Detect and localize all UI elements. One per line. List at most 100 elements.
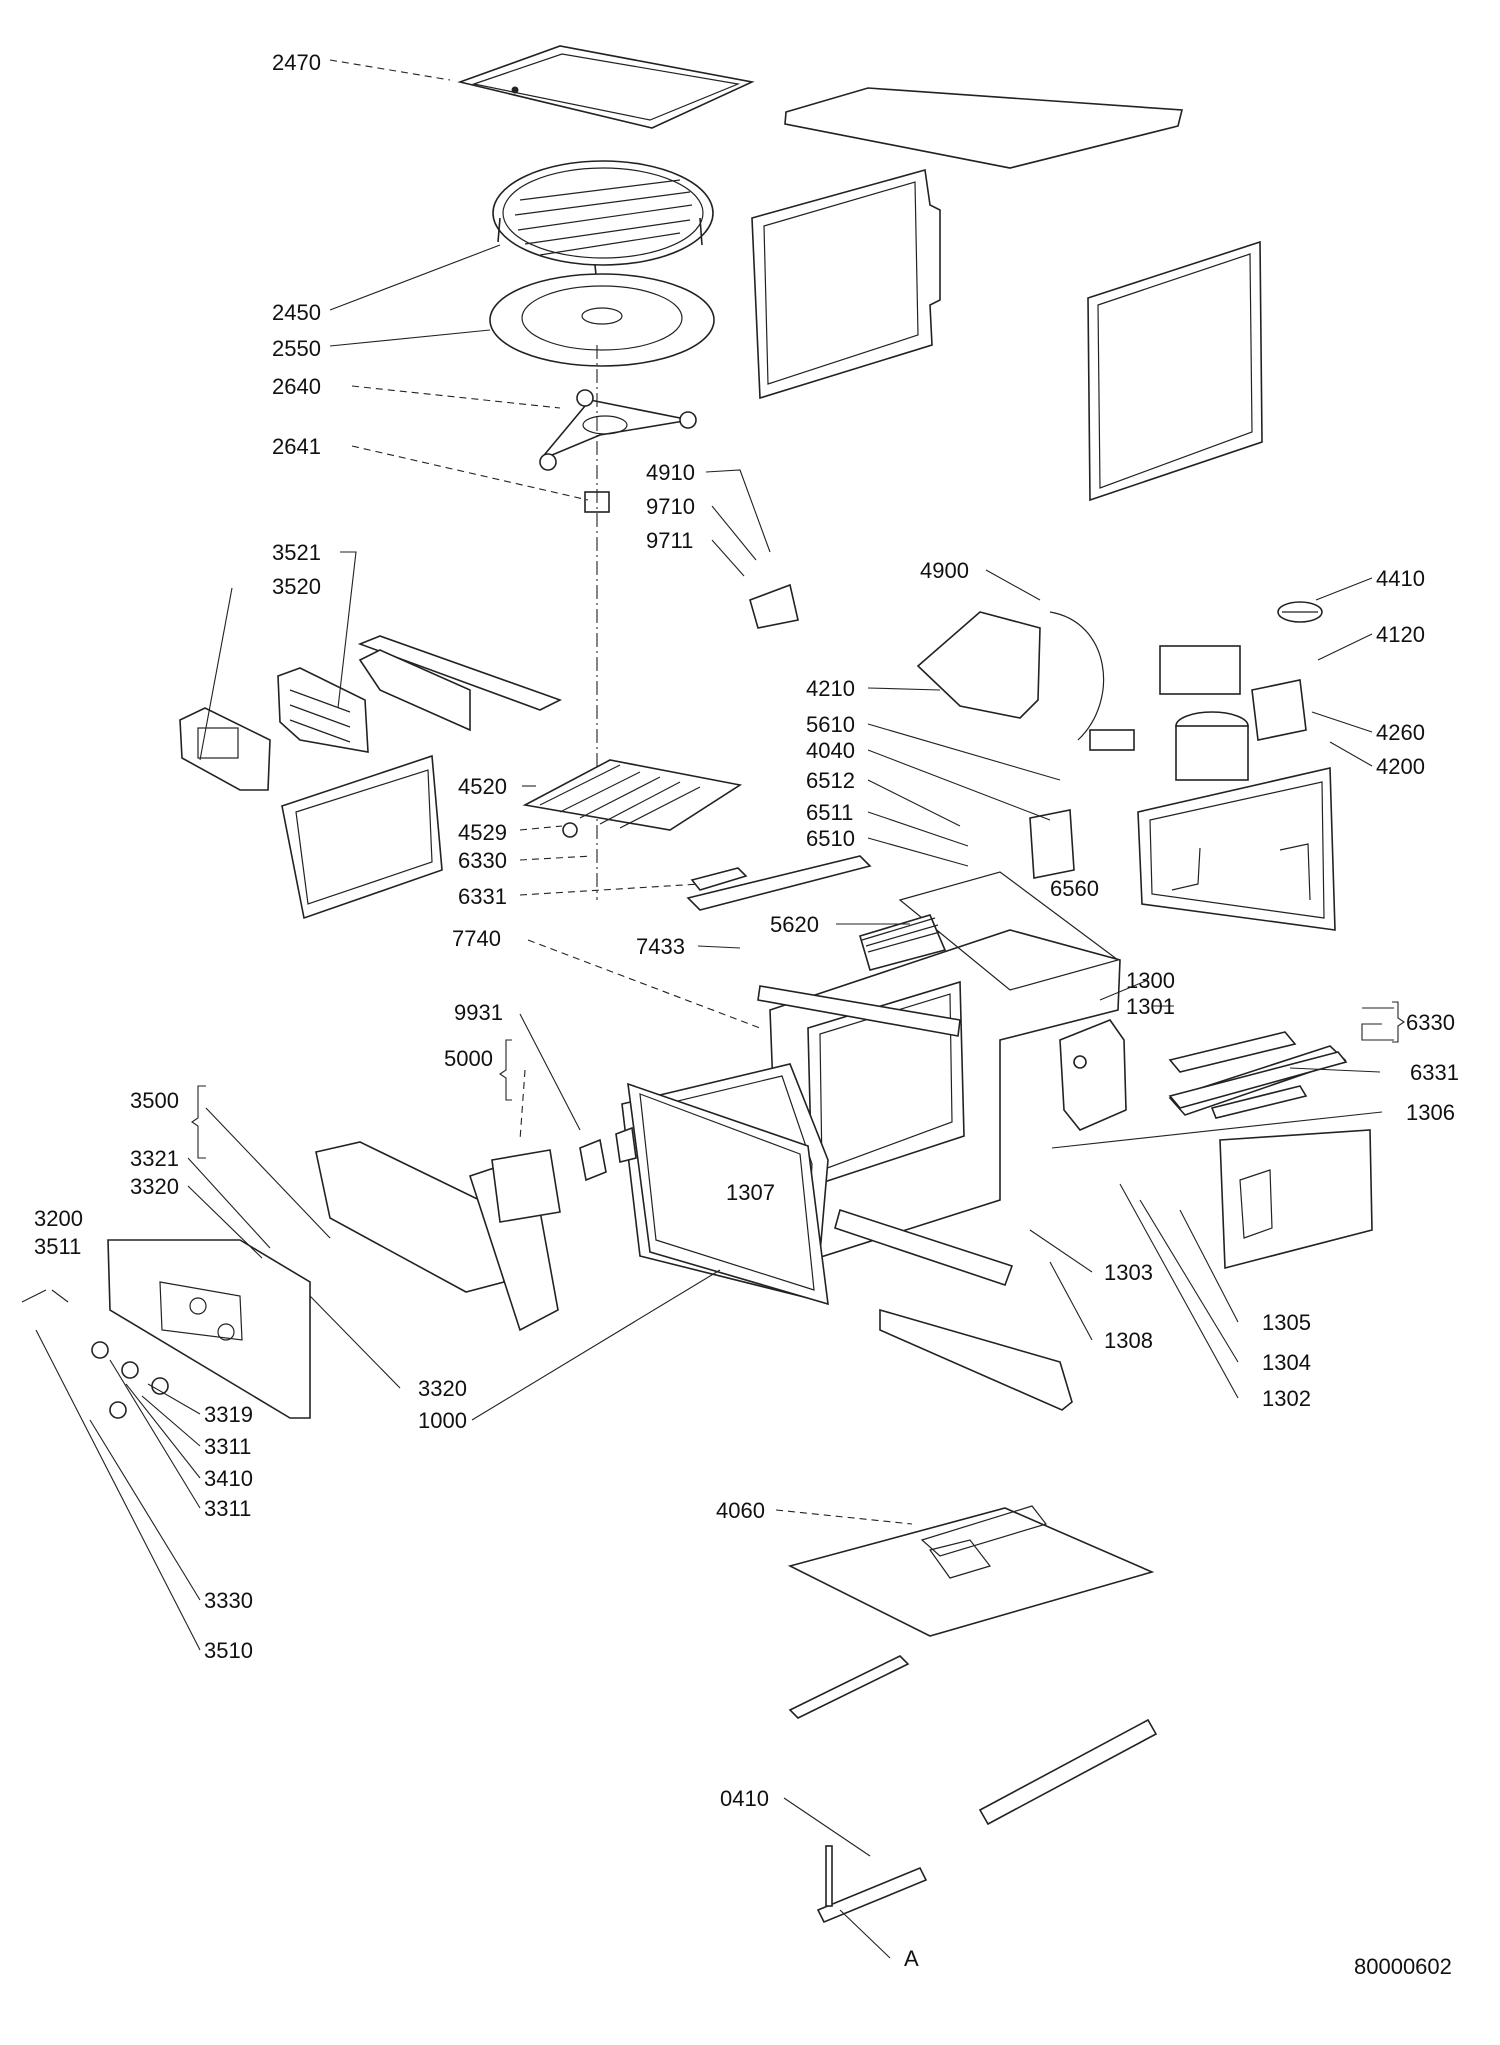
leader-1000 (471, 1269, 721, 1421)
label-3200: 3200 (34, 1206, 83, 1231)
document-number: 80000602 (1354, 1954, 1452, 1979)
leader-0410 (783, 1797, 871, 1857)
leader-3311a (141, 1395, 201, 1447)
leader-3410 (125, 1383, 201, 1479)
label-4520: 4520 (458, 774, 507, 799)
leader-5000 (519, 1069, 526, 1141)
label-9710: 9710 (646, 494, 695, 519)
label-1305: 1305 (1262, 1310, 1311, 1335)
part-left-cover (281, 754, 443, 920)
leader-4410 (1315, 577, 1373, 601)
leader-3521 (337, 551, 357, 709)
leader-3311b (109, 1359, 201, 1509)
label-2470: 2470 (272, 50, 321, 75)
part-heater-shield (686, 855, 872, 911)
part-cavity (757, 871, 1121, 1272)
label-4260: 4260 (1376, 720, 1425, 745)
label-1300: 1300 (1126, 968, 1175, 993)
leader-4260 (1311, 711, 1373, 733)
brace-6330 (1392, 1001, 1405, 1043)
leader-4910 (705, 469, 771, 553)
leader-3500 (205, 1107, 331, 1239)
part-interlock (749, 583, 1075, 879)
leader-6331b (1289, 1067, 1381, 1073)
part-door (627, 1082, 829, 1306)
label-3521: 3521 (272, 540, 321, 565)
label-1303: 1303 (1104, 1260, 1153, 1285)
label-0410: 0410 (720, 1786, 769, 1811)
part-top-panel (784, 87, 1184, 169)
leader-3320a (187, 1185, 263, 1259)
leader-4060 (775, 1509, 913, 1525)
label-5620: 5620 (770, 912, 819, 937)
label-4040: 4040 (806, 738, 855, 763)
leader-4040 (867, 749, 1051, 821)
part-side-panel-right (1087, 240, 1263, 502)
part-fan-motor (1251, 601, 1323, 741)
label-6330: 6330 (458, 848, 507, 873)
label-6331-right: 6331 (1410, 1060, 1459, 1085)
leader-1303 (1029, 1229, 1093, 1273)
leader-4200 (1329, 741, 1373, 767)
leader-3511 (21, 1289, 69, 1303)
part-right-bracket (1219, 1129, 1373, 1270)
part-control-panel (107, 1239, 311, 1419)
leader-6331 (519, 883, 701, 896)
label-5610: 5610 (806, 712, 855, 737)
detail-marker-A: A (904, 1946, 919, 1971)
label-6512: 6512 (806, 768, 855, 793)
label-6330-right: 6330 (1406, 1010, 1455, 1035)
label-4200: 4200 (1376, 754, 1425, 779)
part-control-knobs (91, 1341, 169, 1419)
label-9711: 9711 (646, 528, 693, 553)
part-side-panel-left (751, 168, 941, 400)
leader-3510 (35, 1329, 201, 1651)
leader-1305 (1179, 1209, 1239, 1323)
part-switch-bracket (315, 1141, 561, 1332)
part-bottom-rail-right (978, 1718, 1158, 1826)
label-1307: 1307 (726, 1180, 775, 1205)
part-door-switch (579, 1126, 637, 1182)
label-2640: 2640 (272, 374, 321, 399)
label-3319: 3319 (204, 1402, 253, 1427)
brace-3500 (191, 1085, 206, 1159)
label-1306: 1306 (1406, 1100, 1455, 1125)
leader-2550 (329, 329, 491, 347)
part-transformer (1159, 645, 1249, 781)
leader-3520 (199, 587, 233, 761)
label-6560: 6560 (1050, 876, 1099, 901)
label-3311-a: 3311 (204, 1434, 251, 1459)
label-3510: 3510 (204, 1638, 253, 1663)
label-3330: 3330 (204, 1588, 253, 1613)
label-7433: 7433 (636, 934, 685, 959)
leader-2450 (329, 244, 501, 311)
leader-3320b (309, 1295, 401, 1389)
part-right-rail-bracket (1168, 1051, 1348, 1119)
leader-9931 (519, 1013, 581, 1131)
label-2641: 2641 (272, 434, 321, 459)
leader-9711 (711, 539, 745, 577)
label-4120: 4120 (1376, 622, 1425, 647)
leader-4529 (519, 825, 563, 831)
label-9931: 9931 (454, 1000, 503, 1025)
part-tray (457, 45, 755, 129)
leader-5610 (867, 723, 1061, 781)
part-magnetron-duct (916, 611, 1135, 751)
label-6511: 6511 (806, 800, 853, 825)
label-7740: 7740 (452, 926, 501, 951)
label-1000: 1000 (418, 1408, 467, 1433)
label-4910: 4910 (646, 460, 695, 485)
part-grill-rack (492, 160, 714, 286)
label-4410: 4410 (1376, 566, 1425, 591)
leader-9710 (711, 505, 757, 561)
leader-2640 (351, 385, 561, 409)
leader-1304 (1139, 1199, 1239, 1363)
label-3321: 3321 (130, 1146, 179, 1171)
leader-6512 (867, 779, 961, 827)
part-bottom-rail-left (788, 1655, 910, 1719)
leader-1308 (1049, 1261, 1093, 1341)
part-base-plate (787, 1505, 1155, 1637)
part-turntable (489, 273, 715, 367)
label-3311-b: 3311 (204, 1496, 251, 1521)
